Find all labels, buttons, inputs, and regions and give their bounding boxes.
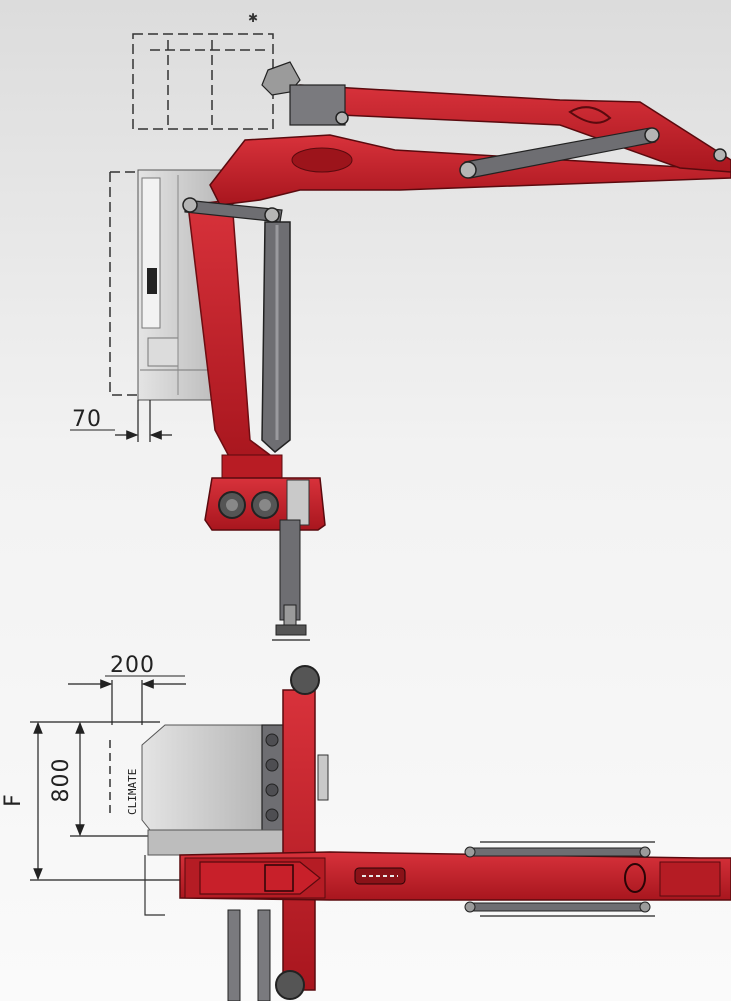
cab-label: CLIMATE: [126, 769, 139, 815]
lift-cylinder: [261, 221, 291, 453]
dimension-800-label: 800: [49, 758, 74, 803]
dimension-F-label: F: [1, 793, 26, 807]
top-view: 200 800 F CLIMATE: [1, 653, 731, 1001]
legs-down: [144, 855, 271, 1001]
boom-top: [179, 851, 731, 901]
side-view: 70: [70, 11, 731, 641]
hook-sketch-mark: ✱: [248, 11, 258, 25]
stabilizer-leg: [272, 519, 310, 641]
frame-beam: [275, 665, 329, 1000]
dimension-800: 800: [49, 721, 160, 837]
dimension-200-label: 200: [110, 653, 155, 678]
boom-cylinders: [182, 111, 727, 223]
dimension-200: 200: [68, 653, 186, 725]
dimension-F: F: [1, 721, 190, 881]
dashed-folded-outline: [132, 33, 274, 130]
extension-cylinders-top: [464, 841, 655, 917]
dimension-70: 70: [70, 400, 172, 442]
dimension-70-label: 70: [72, 407, 102, 432]
crane-column: [187, 199, 326, 531]
